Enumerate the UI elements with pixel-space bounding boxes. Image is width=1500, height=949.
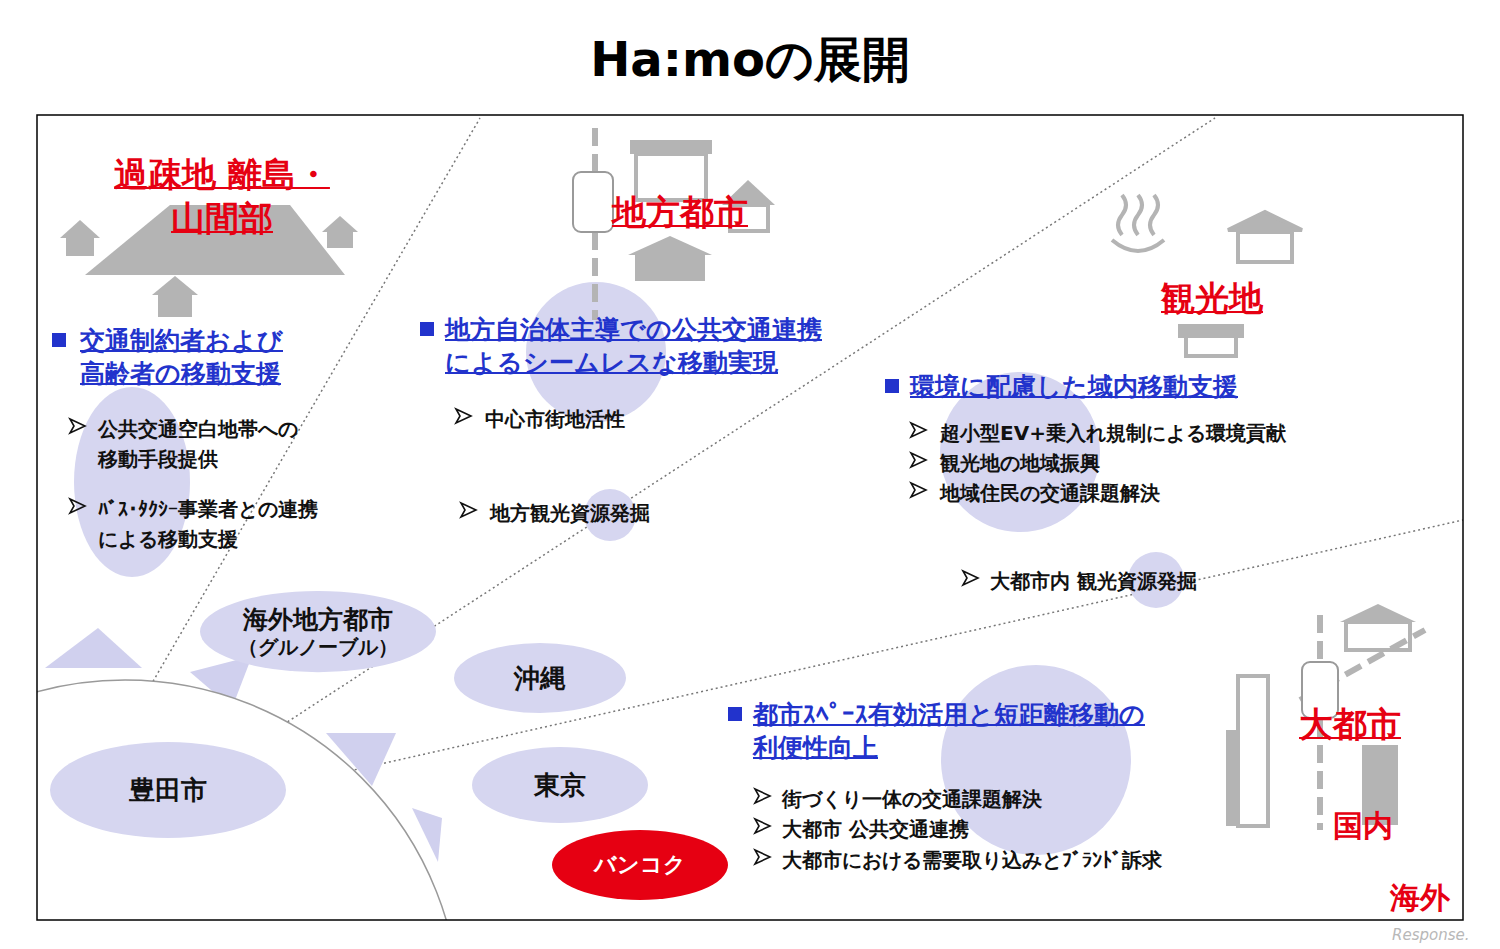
ellipse-fill (50, 742, 286, 838)
place-name: 沖縄 (514, 662, 566, 695)
bullet-item: ﾊﾞｽ･ﾀｸｼｰ事業者との連携 による移動支援 (98, 494, 398, 554)
city-icon (573, 128, 775, 320)
watermark: Response. (1392, 926, 1469, 944)
place-name: 豊田市 (129, 774, 207, 807)
bullet-item: 地域住民の交通課題解決 (940, 478, 1160, 508)
bullet-arrow (70, 499, 85, 513)
bullet-item: 大都市における需要取り込みとﾌﾞﾗﾝﾄﾞ訴求 (782, 845, 1162, 875)
place-name: （グルノーブル） (238, 635, 398, 660)
bullet-arrow (755, 850, 770, 864)
home-arc (37, 680, 460, 920)
bullet-item: 街づくり一体の交通課題解決 (782, 784, 1042, 814)
ellipse-fill (552, 830, 728, 900)
region-label: 国内 (1333, 806, 1393, 847)
bullet-item: 地方観光資源発掘 (490, 498, 650, 528)
bullet-arrow (461, 503, 476, 517)
bullet-item: 中心市街地活性 (485, 404, 625, 434)
bullet-arrow (911, 483, 926, 497)
place-ellipse: バンコク (552, 830, 728, 900)
frame (37, 115, 1463, 920)
place-name: バンコク (594, 851, 686, 879)
bullet-square (728, 707, 742, 721)
bullet-heading: 環境に配慮した域内移動支援 (910, 371, 1238, 404)
bullet-arrow (963, 571, 978, 585)
ellipse-fill (472, 747, 648, 823)
bullet-heading: 地方自治体主導での公共交通連携 によるシームレスな移動実現 (445, 314, 885, 379)
bullet-arrow (911, 453, 926, 467)
place-ellipse: 東京 (472, 747, 648, 823)
bullet-square (420, 322, 434, 336)
bullet-heading: 都市ｽﾍﾟｰｽ有効活用と短距離移動の 利便性向上 (753, 699, 1213, 764)
ellipse-fill (454, 643, 626, 713)
place-ellipse: 沖縄 (454, 643, 626, 713)
bullet-arrow (456, 409, 471, 423)
bullet-arrow (70, 419, 85, 433)
bullet-item: 観光地の地域振興 (940, 448, 1100, 478)
place-ellipse: 豊田市 (50, 742, 286, 838)
bullet-square (885, 379, 899, 393)
region-label: 海外 (1390, 878, 1450, 919)
area-heading: 過疎地 離島・山間部 (102, 152, 342, 240)
bullet-item: 大都市内 観光資源発掘 (990, 566, 1197, 596)
place-name: 東京 (534, 769, 586, 802)
area-heading: 地方都市 (612, 190, 748, 234)
bullet-arrow (755, 789, 770, 803)
bullet-square (52, 333, 66, 347)
metropolis-icon (1226, 604, 1425, 830)
ellipse-fill (200, 591, 436, 672)
diagram-title: Ha:moの展開 (590, 28, 910, 92)
bullet-item: 公共交通空白地帯への 移動手段提供 (98, 414, 368, 474)
area-heading: 観光地 (1161, 276, 1263, 320)
bullet-arrow (755, 819, 770, 833)
bullet-heading: 交通制約者および 高齢者の移動支援 (80, 325, 330, 390)
place-name: 海外地方都市 (243, 604, 393, 635)
tourist-icon (1112, 195, 1302, 356)
place-ellipse: 海外地方都市（グルノーブル） (200, 591, 436, 672)
area-heading: 大都市 (1299, 702, 1401, 746)
bullet-item: 超小型EV+乗入れ規制による環境貢献 (940, 418, 1286, 448)
bullet-item: 大都市 公共交通連携 (782, 814, 969, 844)
bullet-arrow (911, 423, 926, 437)
